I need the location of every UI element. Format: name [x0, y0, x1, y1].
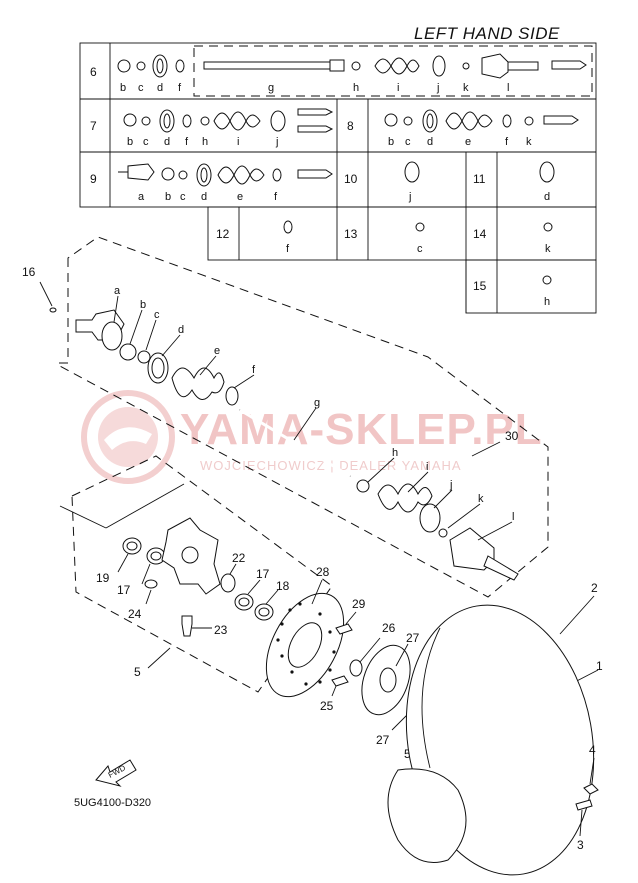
callout-a: a — [114, 285, 121, 297]
kit-row-6-part-j: j — [436, 82, 439, 94]
kit-row-13-id: 13 — [344, 227, 358, 241]
callout-24: 27 — [406, 631, 420, 645]
kit-row-6-part-c: c — [138, 82, 144, 94]
callout-28: 28 — [316, 565, 330, 579]
kit-row-11-part-d: d — [544, 191, 550, 203]
kit-row-12-part-f: f — [286, 243, 290, 255]
wheel-assembly: 28 29 25 26 27 27 5 1 — [265, 565, 603, 876]
kit-row-8-part-d: d — [427, 136, 433, 148]
kit-row-8-parts: b c d e f k — [384, 109, 579, 148]
kit-row-11-id: 11 — [473, 172, 486, 186]
callout-j: j — [449, 479, 452, 491]
callout-l: l — [512, 511, 514, 523]
callout-16: 16 — [22, 265, 36, 279]
callout-i: i — [426, 461, 428, 473]
kit-row-8-part-f: f — [505, 136, 509, 148]
kit-row-14-part-k: k — [545, 243, 551, 255]
callout-17: 5 — [134, 665, 141, 679]
callout-29: 29 — [352, 597, 366, 611]
callout-19: 18 — [276, 579, 290, 593]
kit-row-6-part-b: b — [120, 82, 126, 94]
kit-row-6-part-g: g — [268, 82, 274, 94]
callout-18b: 17 — [256, 567, 270, 581]
kit-row-6-parts: b c d f g h i j k l — [117, 53, 587, 94]
callout-30: 30 — [505, 429, 519, 443]
callout-23: 24 — [128, 607, 142, 621]
kit-row-7-part-b: b — [127, 136, 133, 148]
callout-e: e — [214, 345, 220, 357]
callout-18a: 17 — [117, 583, 131, 597]
callout-22: 23 — [214, 623, 228, 637]
kit-row-9-parts: a b c d e f — [118, 163, 333, 203]
kit-row-9-part-b: b — [165, 191, 171, 203]
kit-row-7-part-d: d — [164, 136, 170, 148]
callout-1: 1 — [596, 659, 603, 673]
kit-row-9-part-f: f — [274, 191, 278, 203]
kit-row-15-part-h: h — [544, 296, 550, 308]
watermark: YAMA-SKLEP.PL WOJCIECHOWICZ | DEALER YAM… — [81, 390, 543, 484]
kit-row-12-15-parts: f c k h — [283, 220, 553, 308]
kit-row-6-part-l: l — [507, 82, 509, 94]
callout-4: 4 — [589, 743, 596, 757]
kit-row-8-part-e: e — [465, 136, 471, 148]
kit-row-6-part-i: i — [397, 82, 399, 94]
callout-k: k — [478, 493, 484, 505]
kit-row-13-part-c: c — [417, 243, 423, 255]
kit-row-8-id: 8 — [347, 119, 354, 133]
diagram-code: 5UG4100-D320 — [74, 797, 151, 809]
page-title: LEFT HAND SIDE — [414, 24, 560, 43]
callout-c: c — [154, 309, 160, 321]
callout-25: 25 — [320, 699, 334, 713]
callout-5: 5 — [404, 747, 411, 761]
kit-row-8-part-c: c — [405, 136, 411, 148]
kit-row-9-part-c: c — [180, 191, 186, 203]
kit-row-7-id: 7 — [90, 119, 97, 133]
kit-table: 6 7 8 9 10 11 12 13 14 15 b c d f — [79, 42, 597, 314]
callout-27: 27 — [376, 733, 390, 747]
kit-row-10-11-parts: j d — [404, 161, 555, 203]
kit-row-7-parts: b c d f h i j — [123, 108, 334, 148]
kit-row-7-part-h: h — [202, 136, 208, 148]
kit-row-14-id: 14 — [473, 227, 487, 241]
fwd-arrow-icon: FWD — [95, 759, 137, 787]
kit-row-7-part-c: c — [143, 136, 149, 148]
kit-row-6-part-f: f — [178, 82, 182, 94]
callout-26: 26 — [382, 621, 396, 635]
callout-b: b — [140, 299, 146, 311]
kit-row-9-part-a: a — [138, 191, 145, 203]
callout-d: d — [178, 324, 184, 336]
callout-h: h — [392, 447, 398, 459]
kit-row-6-id: 6 — [90, 65, 97, 79]
kit-row-8-part-k: k — [526, 136, 532, 148]
kit-row-6-part-k: k — [463, 82, 469, 94]
kit-row-7-part-i: i — [237, 136, 239, 148]
watermark-brand: YAMA-SKLEP.PL — [180, 405, 543, 454]
callout-g: g — [314, 397, 320, 409]
knuckle-assembly: 19 17 24 23 22 17 18 5 — [59, 455, 333, 693]
kit-row-7-part-j: j — [275, 136, 278, 148]
kit-row-6-part-d: d — [157, 82, 163, 94]
kit-row-9-part-d: d — [201, 191, 207, 203]
kit-row-10-part-j: j — [408, 191, 411, 203]
kit-row-10-id: 10 — [344, 172, 358, 186]
kit-row-7-part-f: f — [185, 136, 189, 148]
kit-row-6-part-h: h — [353, 82, 359, 94]
kit-row-9-part-e: e — [237, 191, 243, 203]
watermark-logo — [81, 390, 175, 484]
callout-20: 19 — [96, 571, 110, 585]
kit-row-15-id: 15 — [473, 279, 487, 293]
kit-row-8-part-b: b — [388, 136, 394, 148]
callout-21: 22 — [232, 551, 246, 565]
driveshaft-assembly: a b c d e f g h i j k l 30 16 — [22, 236, 549, 598]
kit-row-9-id: 9 — [90, 172, 97, 186]
kit-row-12-id: 12 — [216, 227, 230, 241]
callout-2: 2 — [591, 581, 598, 595]
callout-3: 3 — [577, 838, 584, 852]
callout-f: f — [252, 364, 256, 376]
